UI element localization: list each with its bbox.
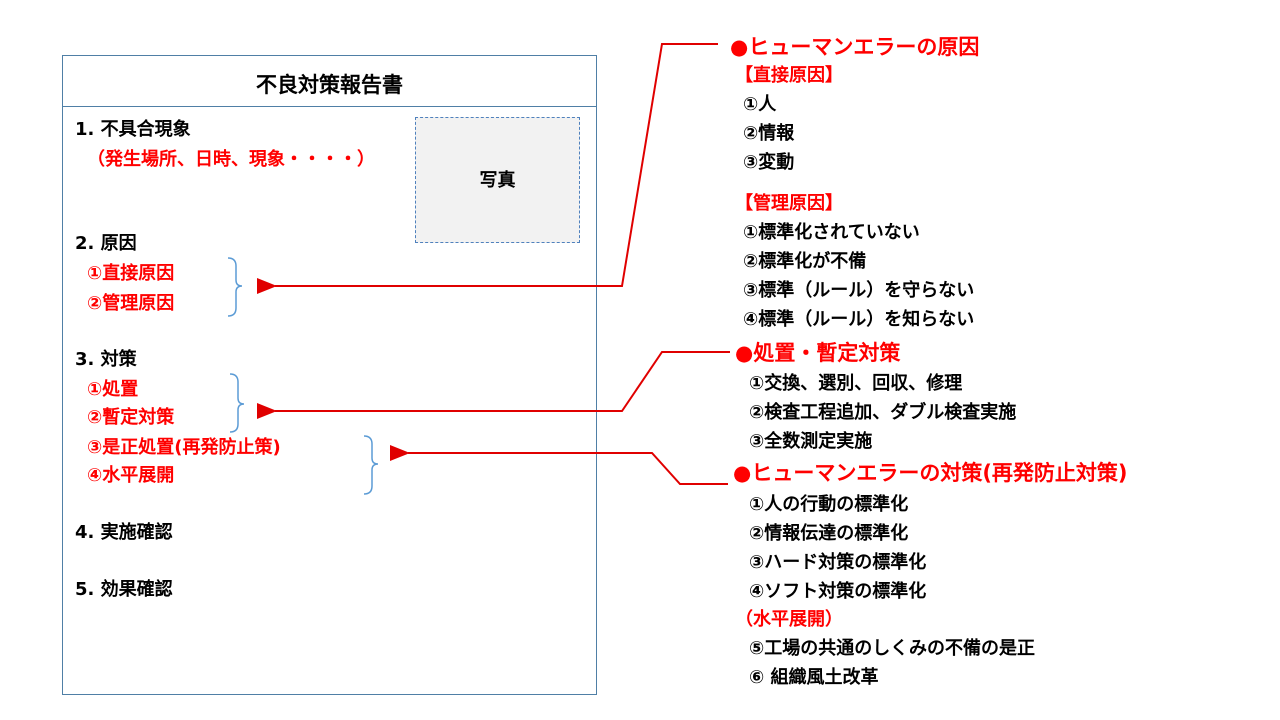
measure-provisional: ②暫定対策 xyxy=(87,407,175,428)
measures-item: ④ソフト対策の標準化 xyxy=(749,581,927,602)
section-3-heading: 3. 対策 xyxy=(75,349,137,370)
horizontal-item: ⑤工場の共通のしくみの不備の是正 xyxy=(749,638,1035,659)
management-cause-item: ②標準化が不備 xyxy=(743,251,867,272)
section-4-heading: 4. 実施確認 xyxy=(75,522,173,543)
measures-item: ③ハード対策の標準化 xyxy=(749,552,927,573)
horizontal-label: （水平展開） xyxy=(735,609,843,630)
direct-cause-item: ③変動 xyxy=(743,152,795,173)
measures-item: ①人の行動の標準化 xyxy=(749,494,909,515)
management-cause-label: 【管理原因】 xyxy=(735,193,843,214)
section-5-heading: 5. 効果確認 xyxy=(75,579,173,600)
disposal-bracket xyxy=(229,373,245,433)
disposal-item: ①交換、選別、回収、修理 xyxy=(749,373,963,394)
measures-arrow xyxy=(390,445,728,485)
disposal-item: ③全数測定実施 xyxy=(749,431,873,452)
management-cause-item: ④標準（ルール）を知らない xyxy=(743,309,975,330)
cause-heading: ●ヒューマンエラーの原因 xyxy=(730,35,980,59)
cause-bracket xyxy=(227,257,243,317)
direct-cause-item: ①人 xyxy=(743,94,777,115)
direct-cause-label: 【直接原因】 xyxy=(735,65,843,86)
management-cause-item: ①標準化されていない xyxy=(743,222,920,243)
measure-horizontal: ④水平展開 xyxy=(87,465,175,486)
disposal-arrow xyxy=(257,351,730,419)
horizontal-item: ⑥ 組織風土改革 xyxy=(749,667,879,688)
measure-corrective: ③是正処置(再発防止策) xyxy=(87,437,281,458)
measures-item: ②情報伝達の標準化 xyxy=(749,523,909,544)
section-2-heading: 2. 原因 xyxy=(75,233,137,254)
section-1-heading: 1. 不具合現象 xyxy=(75,119,191,140)
direct-cause-item: ②情報 xyxy=(743,123,795,144)
photo-placeholder: 写真 xyxy=(415,117,580,243)
cause-management: ②管理原因 xyxy=(87,293,175,314)
cause-arrow xyxy=(257,43,718,294)
corrective-bracket xyxy=(363,435,379,495)
report-form: 不良対策報告書 xyxy=(62,55,597,695)
report-title: 不良対策報告書 xyxy=(63,56,596,107)
measures-heading: ●ヒューマンエラーの対策(再発防止対策) xyxy=(733,461,1128,485)
disposal-item: ②検査工程追加、ダブル検査実施 xyxy=(749,402,1017,423)
measure-disposal: ①処置 xyxy=(87,379,139,400)
management-cause-item: ③標準（ルール）を守らない xyxy=(743,280,975,301)
section-1-note: （発生場所、日時、現象・・・・） xyxy=(87,149,375,170)
disposal-heading: ●処置・暫定対策 xyxy=(735,341,901,365)
cause-direct: ①直接原因 xyxy=(87,263,175,284)
